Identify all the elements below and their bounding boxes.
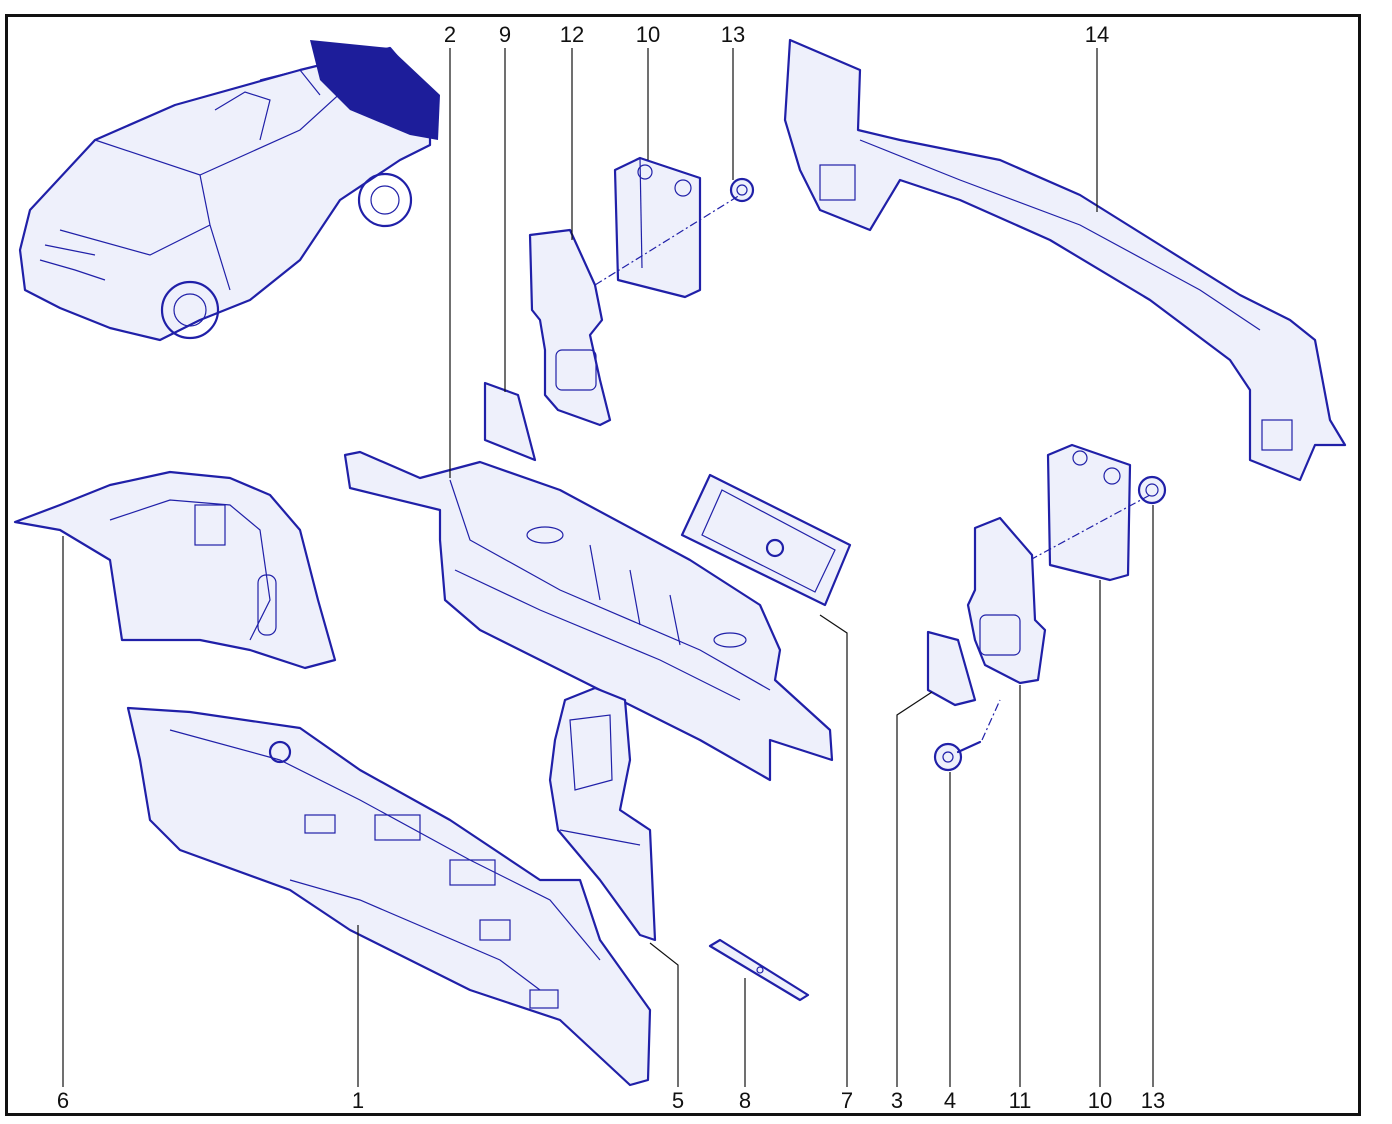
part-3-plate bbox=[926, 630, 977, 707]
callout-7-bottom: 7 bbox=[840, 1088, 854, 1113]
part-10-crash-box-top bbox=[613, 156, 702, 299]
part-11-mounting-plate bbox=[966, 516, 1047, 685]
callout-10-bottom: 10 bbox=[1087, 1088, 1113, 1113]
callout-3-bottom: 3 bbox=[890, 1088, 904, 1113]
part-9-plate bbox=[483, 381, 537, 462]
assembly-axis-bottom bbox=[1029, 494, 1151, 561]
part-8-strip bbox=[708, 938, 810, 1002]
callout-14-top: 14 bbox=[1084, 22, 1110, 47]
assembly-axis-bolt bbox=[981, 699, 1001, 741]
part-7-bracket bbox=[680, 473, 852, 607]
assembly-axis-top bbox=[594, 194, 741, 286]
part-4-bolt bbox=[933, 740, 982, 772]
part-13-plug-bottom bbox=[1137, 475, 1167, 505]
callout-4-bottom: 4 bbox=[943, 1088, 957, 1113]
callout-9-top: 9 bbox=[498, 22, 512, 47]
callout-8-bottom: 8 bbox=[738, 1088, 752, 1113]
part-5-side-reinforcement bbox=[548, 686, 657, 942]
callout-5-bottom: 5 bbox=[671, 1088, 685, 1113]
leader-lines bbox=[62, 48, 1154, 1087]
diagram-frame bbox=[5, 14, 1361, 1116]
callout-6-bottom: 6 bbox=[56, 1088, 70, 1113]
part-13-plug-top bbox=[729, 177, 755, 203]
callout-11-bottom: 11 bbox=[1008, 1088, 1032, 1113]
part-1-rear-panel-lower bbox=[126, 706, 652, 1087]
callout-12-top: 12 bbox=[559, 22, 585, 47]
part-10-crash-box-bottom bbox=[1046, 443, 1132, 582]
part-6-inner-panel bbox=[13, 470, 337, 670]
highlighted-rear-area bbox=[310, 40, 440, 140]
callout-10-top: 10 bbox=[635, 22, 661, 47]
callout-1-bottom: 1 bbox=[351, 1088, 365, 1113]
callout-13-top: 13 bbox=[720, 22, 746, 47]
car-overview-illustration bbox=[18, 40, 440, 342]
part-12-mounting-plate bbox=[528, 228, 612, 427]
callout-2-top: 2 bbox=[443, 22, 457, 47]
part-14-bumper-beam bbox=[783, 38, 1347, 482]
part-2-rear-panel-upper bbox=[343, 450, 834, 782]
callout-13-bottom: 13 bbox=[1140, 1088, 1166, 1113]
